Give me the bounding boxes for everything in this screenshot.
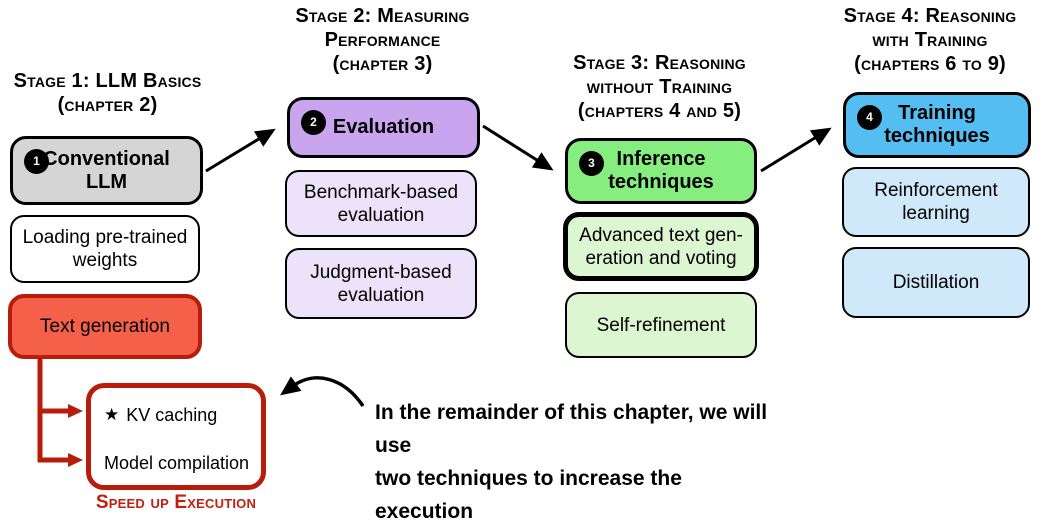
star-icon: ★ (104, 405, 120, 424)
stage1-number-badge: 1 (24, 149, 49, 174)
inference-techniques-box: 3 Inference techniques (565, 138, 757, 204)
model-compilation-label: Model compilation (104, 453, 250, 473)
benchmark-evaluation-label: Benchmark-based evaluation (303, 181, 459, 226)
self-refinement-box: Self-refinement (565, 292, 757, 358)
text-generation-label: Text generation (40, 316, 170, 337)
stage2-header: Stage 2: Measuring Performance (chapter … (295, 5, 470, 75)
distillation-label: Distillation (892, 272, 980, 293)
loading-pretrained-weights-box: Loading pre-trained weights (10, 215, 200, 283)
stage4-header: Stage 4: Reasoning with Training (chapte… (843, 5, 1017, 75)
speedup-caption: Speed up Execution (95, 492, 257, 513)
training-techniques-box: 4 Training techniques (843, 92, 1031, 158)
evaluation-label: Evaluation (332, 116, 435, 138)
evaluation-box: 2 Evaluation (287, 97, 480, 158)
reinforcement-learning-box: Reinforcement learning (842, 167, 1030, 237)
arrow-stage3-to-stage4 (760, 127, 832, 173)
arrow-stage1-to-stage2 (205, 128, 276, 173)
stage3-number-badge: 3 (579, 151, 604, 176)
reinforcement-learning-label: Reinforcement learning (874, 180, 998, 224)
judgment-evaluation-box: Judgment-based evaluation (285, 248, 477, 319)
self-refinement-label: Self-refinement (596, 314, 726, 336)
text-generation-box: Text generation (8, 294, 202, 359)
annotation-curved-arrow (280, 376, 365, 407)
kv-caching-item: ★ KV caching (104, 403, 217, 427)
advanced-text-generation-label: Advanced text gen- eration and voting (579, 224, 743, 269)
benchmark-evaluation-box: Benchmark-based evaluation (285, 170, 477, 237)
stage3-header: Stage 3: Reasoning without Training (cha… (573, 52, 746, 122)
inference-techniques-label: Inference techniques (608, 148, 714, 193)
stage4-number-badge: 4 (857, 105, 882, 130)
judgment-evaluation-label: Judgment-based evaluation (310, 261, 452, 306)
stage1-header: Stage 1: LLM Basics (chapter 2) (13, 70, 202, 116)
arrow-stage2-to-stage3 (482, 124, 554, 171)
training-techniques-label: Training techniques (884, 102, 990, 147)
speedup-box (86, 383, 266, 490)
stage2-number-badge: 2 (301, 110, 326, 135)
loading-pretrained-weights-label: Loading pre-trained weights (22, 227, 188, 271)
advanced-text-generation-box: Advanced text gen- eration and voting (563, 212, 759, 281)
distillation-box: Distillation (842, 247, 1030, 318)
conventional-llm-box: 1 Conventional LLM (10, 136, 203, 205)
kv-caching-label: KV caching (126, 405, 218, 425)
annotation-text: In the remainder of this chapter, we wil… (375, 401, 768, 523)
conventional-llm-label: Conventional LLM (43, 147, 170, 193)
model-compilation-item: Model compilation (104, 451, 249, 475)
